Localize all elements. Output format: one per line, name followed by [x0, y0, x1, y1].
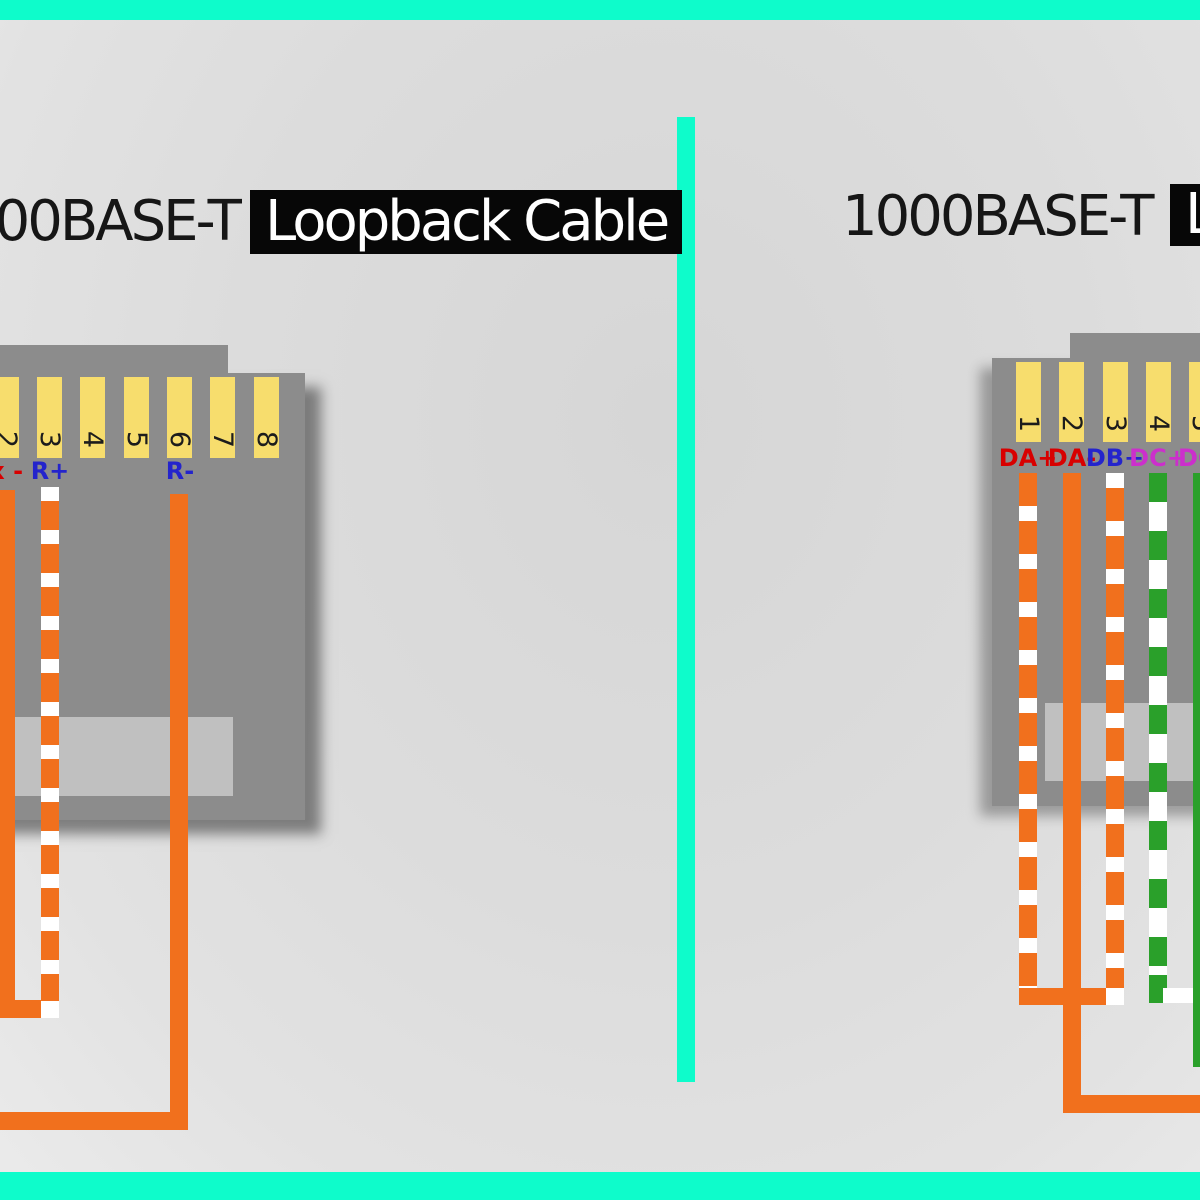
left-pin-6-number: 6 [164, 430, 195, 449]
center-divider [677, 117, 695, 1082]
right-label-da-plus: DA+ [998, 444, 1058, 472]
left-pin-5: 5 [121, 377, 152, 458]
right-pin-1: 1 [1013, 362, 1044, 442]
right-pin-5: 5 [1186, 362, 1200, 442]
left-wire-pin2-to-pin3-horizontal [0, 1000, 41, 1018]
left-title-badge: Loopback Cable [250, 190, 683, 254]
left-wire-pin2-vertical [0, 490, 15, 1018]
right-pin-1-number: 1 [1013, 414, 1044, 433]
left-label-r-minus: R- [165, 457, 195, 485]
right-pin-5-number: 5 [1186, 411, 1200, 436]
right-pin-2: 2 [1056, 362, 1087, 442]
left-pin-6: 6 [164, 377, 195, 458]
right-wire-pin3-striped-vertical [1106, 473, 1124, 1005]
left-pin-5-number: 5 [121, 430, 152, 449]
left-pin-3-number: 3 [34, 430, 65, 449]
right-pin-4: 4 [1143, 362, 1174, 442]
right-title: 1000BASE-T [842, 184, 1154, 249]
right-connector-body-raised [1070, 333, 1200, 360]
left-pin-8-number: 8 [251, 430, 282, 449]
left-title: 100BASE-T [0, 189, 242, 254]
left-pin-3: 3 [34, 377, 65, 458]
left-pin-7: 7 [207, 377, 238, 458]
left-pin-2-number: 2 [0, 427, 22, 452]
left-pin-4: 4 [77, 377, 108, 458]
right-label-dc-plus: DC+ [1129, 444, 1187, 472]
left-pin-7-number: 7 [207, 430, 238, 449]
left-pin-8: 8 [251, 377, 282, 458]
right-pin-4-number: 4 [1143, 414, 1174, 433]
right-pin-2-number: 2 [1056, 414, 1087, 433]
right-wire-pin4-white-horizontal [1163, 988, 1200, 1003]
left-wire-pin6-vertical [170, 494, 188, 1130]
right-pin-3: 3 [1100, 362, 1131, 442]
left-pin-4-number: 4 [77, 430, 108, 449]
right-pin-3-number: 3 [1100, 414, 1131, 433]
right-label-da-minus: DA- [1047, 444, 1097, 472]
left-wire-bottom-horizontal-to-pin6 [0, 1112, 188, 1130]
right-title-badge: Loopback Cable [1170, 184, 1200, 246]
left-label-r-plus: R+ [30, 457, 70, 485]
left-label-tx-minus: Tx - [0, 457, 24, 485]
right-wire-pin2-horizontal-offscreen [1063, 1095, 1200, 1113]
left-pin-2: 2 [0, 377, 22, 458]
left-connector-body-raised [0, 345, 228, 375]
right-wire-pin4-striped-vertical [1149, 473, 1167, 1003]
bottom-accent-bar [0, 1172, 1200, 1200]
right-label-dc-minus: DC- [1177, 444, 1200, 472]
left-wire-pin3-striped-vertical [41, 487, 59, 1018]
right-wire-pin1-striped-vertical [1019, 473, 1037, 1005]
right-wire-pin2-vertical [1063, 473, 1081, 1113]
top-accent-bar [0, 0, 1200, 20]
right-label-db-plus: DB+ [1085, 444, 1145, 472]
right-wire-pin5-vertical [1193, 473, 1200, 1067]
